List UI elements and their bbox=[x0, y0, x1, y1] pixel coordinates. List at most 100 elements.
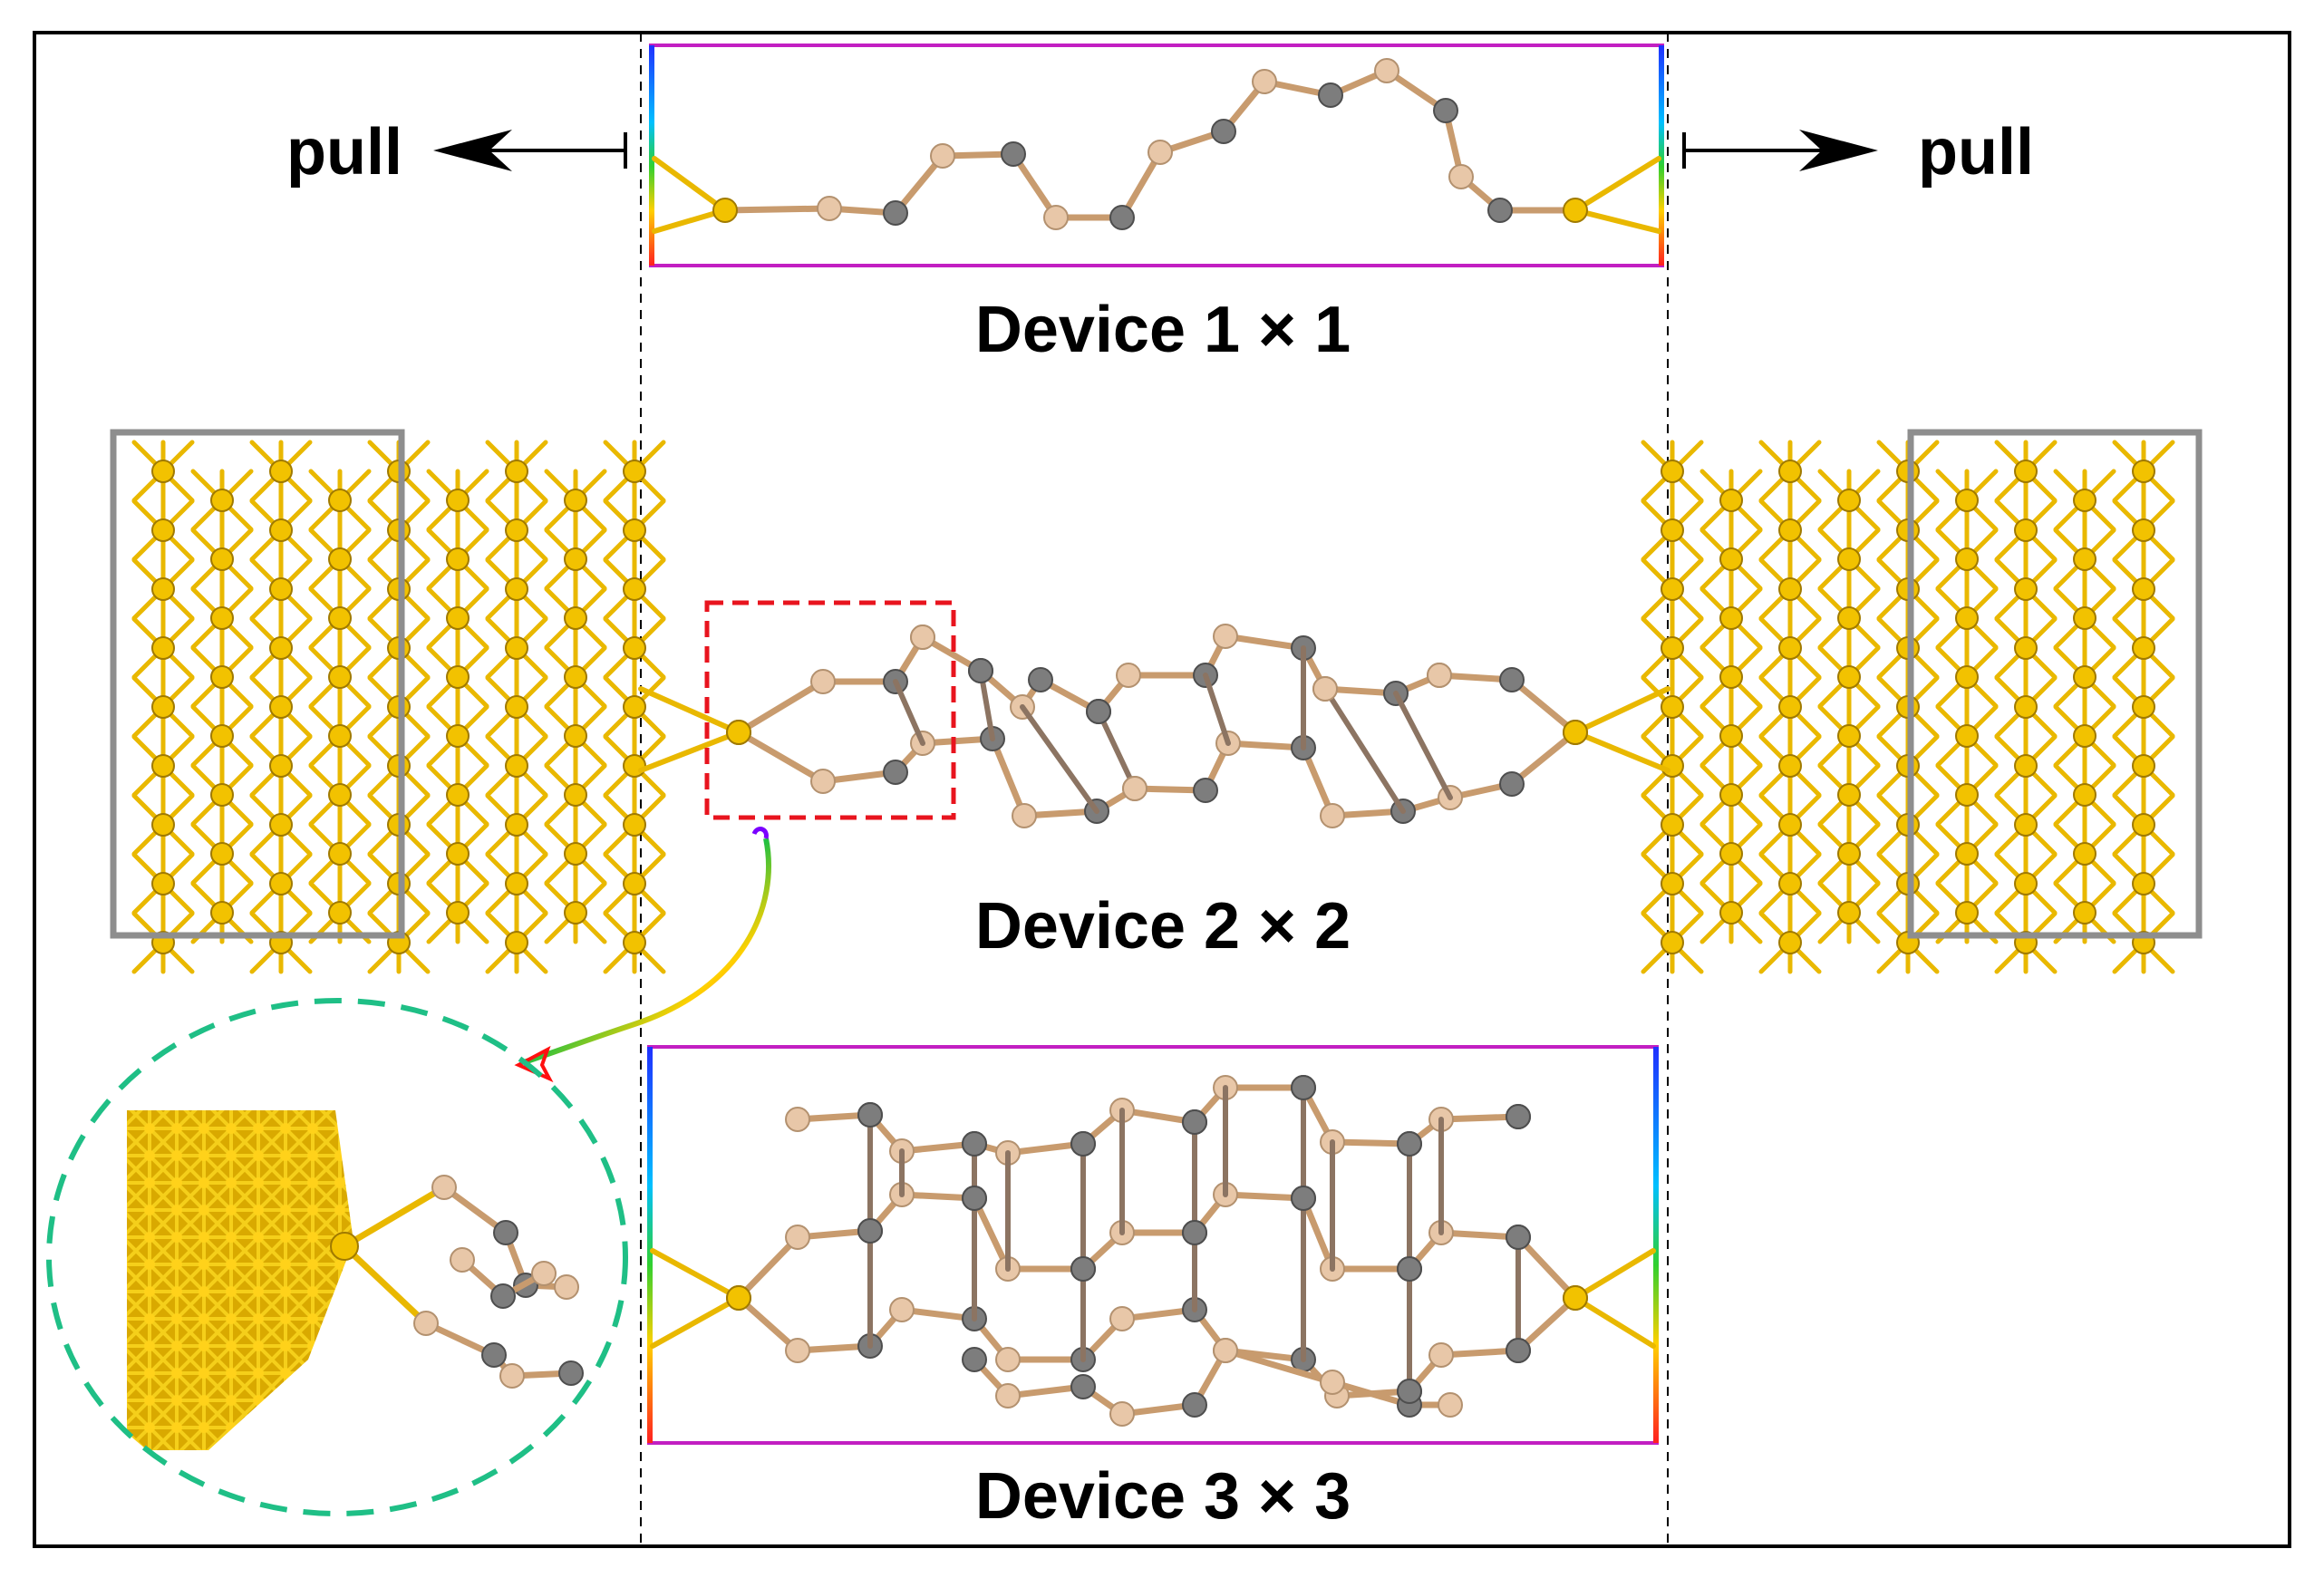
bond bbox=[1222, 1347, 1336, 1386]
carbon-atom bbox=[1086, 699, 1111, 724]
carbon-atom bbox=[1318, 82, 1343, 108]
gold-atom bbox=[623, 460, 646, 483]
zoom-inset bbox=[46, 998, 628, 1516]
gold-atom bbox=[151, 695, 175, 719]
carbon-atom bbox=[1028, 667, 1053, 692]
device3-panel bbox=[647, 1045, 1659, 1445]
gold-atom bbox=[330, 1232, 359, 1261]
gold-atom bbox=[1778, 577, 1802, 601]
gold-atom bbox=[2073, 606, 2096, 630]
gold-atom bbox=[2014, 577, 2038, 601]
gold-atom bbox=[210, 547, 234, 571]
gold-atom bbox=[2014, 872, 2038, 895]
gold-atom bbox=[269, 518, 293, 542]
boron-atom bbox=[1147, 140, 1173, 165]
carbon-atom bbox=[1506, 1104, 1531, 1129]
bond bbox=[1010, 150, 1060, 221]
bond bbox=[1393, 691, 1453, 800]
right-gold-electrode bbox=[1641, 429, 2203, 974]
device2-molecule bbox=[638, 624, 1670, 828]
boron-atom bbox=[1043, 205, 1069, 230]
gold-atom bbox=[1661, 636, 1684, 660]
carbon-atom bbox=[857, 1102, 883, 1128]
carbon-atom bbox=[962, 1131, 987, 1157]
device3-molecule bbox=[650, 1075, 1656, 1427]
carbon-atom bbox=[857, 1218, 883, 1244]
gold-atom bbox=[210, 901, 234, 925]
bond bbox=[1573, 686, 1670, 735]
gold-atom bbox=[623, 636, 646, 660]
gold-atom bbox=[151, 577, 175, 601]
arrow-right-icon bbox=[1682, 130, 1878, 171]
gold-atom bbox=[151, 460, 175, 483]
zoom-gold-cluster bbox=[127, 1110, 353, 1450]
gold-atom bbox=[269, 872, 293, 895]
gold-atom bbox=[2073, 547, 2096, 571]
bond bbox=[1438, 1347, 1522, 1359]
gold-atom bbox=[1719, 783, 1743, 807]
carbon-atom bbox=[968, 658, 993, 683]
bond bbox=[1573, 730, 1670, 773]
carbon-atom bbox=[883, 760, 908, 785]
boron-atom bbox=[1109, 1306, 1135, 1331]
gold-atom bbox=[151, 636, 175, 660]
gold-atom bbox=[1955, 606, 1979, 630]
boron-atom bbox=[1116, 663, 1141, 688]
gold-atom bbox=[1837, 489, 1861, 512]
gold-atom bbox=[2014, 695, 2038, 719]
gold-atom bbox=[2014, 754, 2038, 778]
bond bbox=[1438, 1113, 1522, 1123]
gold-atom bbox=[328, 724, 352, 748]
gold-atom bbox=[1661, 577, 1684, 601]
gold-atom bbox=[269, 813, 293, 837]
carbon-atom bbox=[1487, 198, 1513, 223]
gold-atom bbox=[564, 724, 587, 748]
boron-atom bbox=[1320, 1370, 1345, 1395]
gold-atom bbox=[1719, 724, 1743, 748]
device1-right-edge bbox=[1659, 45, 1664, 266]
carbon-atom bbox=[1070, 1256, 1096, 1282]
gold-atom bbox=[564, 547, 587, 571]
gold-atom bbox=[1563, 198, 1588, 223]
gold-atom bbox=[1563, 1285, 1588, 1311]
gold-atom bbox=[1661, 460, 1684, 483]
device1-molecule bbox=[652, 58, 1661, 234]
contact-highlight-box bbox=[704, 600, 956, 820]
electrode-cell-frame bbox=[1907, 429, 2203, 939]
carbon-atom bbox=[1182, 1392, 1207, 1418]
bond bbox=[1329, 1379, 1413, 1409]
carbon-atom bbox=[1182, 1109, 1207, 1135]
boron-atom bbox=[810, 769, 836, 794]
carbon-atom bbox=[1499, 771, 1525, 797]
gold-atom bbox=[2132, 754, 2155, 778]
carbon-atom bbox=[1070, 1374, 1096, 1399]
gold-atom bbox=[1778, 460, 1802, 483]
gold-atom bbox=[1837, 724, 1861, 748]
gold-atom bbox=[1778, 518, 1802, 542]
boron-atom bbox=[1213, 624, 1238, 649]
gold-atom bbox=[505, 636, 528, 660]
bond bbox=[1573, 1248, 1656, 1301]
bond bbox=[1203, 673, 1231, 746]
carbon-atom bbox=[1291, 1075, 1316, 1100]
gold-atom bbox=[446, 783, 470, 807]
carbon-atom bbox=[490, 1283, 516, 1309]
device3-right-edge bbox=[1653, 1047, 1659, 1443]
gold-atom bbox=[1955, 665, 1979, 689]
boron-atom bbox=[450, 1247, 475, 1273]
gold-atom bbox=[505, 754, 528, 778]
carbon-atom bbox=[1291, 1186, 1316, 1211]
gold-atom bbox=[1719, 547, 1743, 571]
bond bbox=[1300, 1195, 1336, 1273]
bond bbox=[652, 156, 728, 213]
gold-atom bbox=[1837, 665, 1861, 689]
carbon-atom bbox=[1499, 667, 1525, 692]
gold-atom bbox=[1837, 606, 1861, 630]
gold-atom bbox=[623, 695, 646, 719]
gold-atom bbox=[1837, 901, 1861, 925]
bond bbox=[341, 1184, 448, 1250]
carbon-atom bbox=[883, 200, 908, 226]
left-gold-electrode bbox=[110, 429, 666, 974]
bond bbox=[638, 730, 741, 773]
